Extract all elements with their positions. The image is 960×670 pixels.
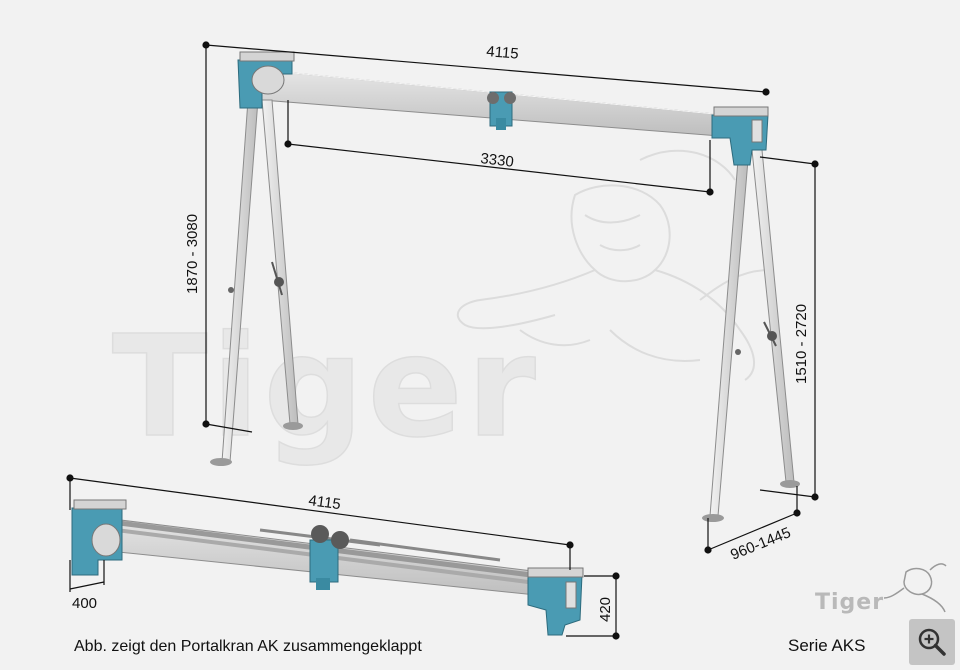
zoom-button[interactable] [909, 619, 955, 665]
right-head-bracket [711, 106, 769, 166]
zoom-in-icon [918, 628, 946, 656]
watermark-text: Tiger [112, 306, 540, 469]
dim-top-span-label: 4115 [486, 43, 520, 63]
dim-left-height-label: 1870 - 3080 [184, 214, 201, 294]
tiger-watermark-icon [456, 149, 771, 381]
left-leg-assembly [210, 99, 303, 466]
right-leg-assembly [702, 149, 800, 522]
dim-leg-spread-label: 960-1445 [728, 524, 793, 564]
trolley [487, 91, 516, 130]
series-label: Serie AKS [788, 636, 866, 655]
dim-right-height-label: 1510 - 2720 [793, 304, 810, 384]
folded-dimension-lines [66, 474, 620, 640]
dim-inner-span-label: 3330 [480, 150, 515, 171]
dimension-lines [202, 41, 819, 554]
dim-folded-length-label: 4115 [307, 492, 341, 513]
tiger-logo-icon [883, 563, 947, 613]
folded-crane [71, 499, 584, 636]
left-head-bracket [237, 51, 295, 109]
tiger-logo-text: Tiger [815, 590, 885, 615]
dim-folded-width-label: 400 [72, 595, 97, 612]
caption: Abb. zeigt den Portalkran AK zusammengek… [74, 638, 422, 655]
dim-folded-height-label: 420 [597, 597, 614, 622]
